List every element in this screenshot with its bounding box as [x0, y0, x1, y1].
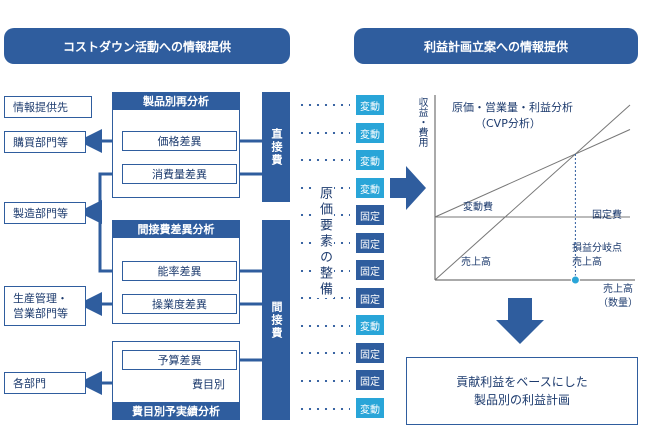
indirect-cost-bar: 間接費: [262, 220, 290, 420]
behavior-tag: 固定: [356, 370, 384, 390]
header-profit-planning: 利益計画立案への情報提供: [354, 28, 638, 64]
chart-title-line1: 原価・営業量・利益分析: [452, 101, 573, 114]
variable-cost-line: [434, 129, 631, 218]
price-variance-box: 価格差異: [122, 131, 237, 151]
result-profit-plan-box: 貢献利益をベースにした 製品別の利益計画: [406, 357, 638, 425]
dotted-line: [298, 352, 350, 354]
dotted-line: [298, 132, 350, 134]
dotted-line: [298, 408, 350, 410]
dotted-line: [298, 159, 350, 161]
arrow-right-icon: [390, 166, 426, 210]
behavior-tag: 固定: [356, 260, 384, 280]
panel-expense-analysis-title: 費目別予実績分析: [112, 402, 240, 420]
chart-ylabel: 収益・費用: [416, 97, 427, 147]
chart-xlabel: 売上高 （数量）: [598, 284, 638, 309]
behavior-tag: 変動: [356, 398, 384, 418]
arrow-consumption-to-manufacturing: [78, 172, 122, 224]
cvp-chart: [434, 95, 635, 285]
panel-product-analysis-title: 製品別再分析: [112, 92, 240, 110]
behavior-tag: 変動: [356, 150, 384, 170]
behavior-tag: 固定: [356, 343, 384, 363]
efficiency-variance-box: 能率差異: [122, 261, 237, 281]
variable-cost-label: 変動費: [463, 202, 493, 213]
direct-cost-bar: 直接費: [262, 92, 290, 202]
dotted-line: [298, 297, 350, 299]
budget-variance-box: 予算差異: [122, 350, 237, 370]
dotted-line: [298, 325, 350, 327]
destination-manufacturing: 製造部門等: [4, 202, 86, 224]
destination-production-sales: 生産管理・ 営業部門等: [4, 286, 86, 326]
consumption-variance-box: 消費量差異: [122, 164, 237, 184]
behavior-tag: 変動: [356, 123, 384, 143]
behavior-tag: 変動: [356, 315, 384, 335]
header-cost-reduction: コストダウン活動への情報提供: [4, 28, 290, 64]
fixed-cost-label: 固定費: [592, 210, 622, 221]
destination-departments: 各部門: [4, 372, 86, 394]
behavior-tag: 変動: [356, 95, 384, 115]
destination-purchasing: 購買部門等: [4, 131, 86, 153]
behavior-tag: 固定: [356, 205, 384, 225]
sales-line: [434, 104, 631, 281]
panel-indirect-analysis-title: 間接費差異分析: [112, 220, 240, 238]
behavior-tag: 固定: [356, 288, 384, 308]
chart-title-line2: （CVP分析）: [475, 117, 541, 130]
expense-category-note: 費目別: [192, 378, 225, 391]
behavior-tag: 固定: [356, 233, 384, 253]
arrow-down-icon: [496, 298, 544, 344]
break-even-marker: [570, 275, 580, 285]
break-even-label: 損益分岐点 売上高: [572, 243, 622, 268]
operation-variance-box: 操業度差異: [122, 294, 237, 314]
cost-element-caption: 原価要素の整備: [316, 186, 334, 298]
dotted-line: [298, 104, 350, 106]
destination-info-header: 情報提供先: [4, 96, 92, 118]
sales-line-label: 売上高: [461, 257, 491, 268]
dotted-line: [298, 380, 350, 382]
behavior-tag: 変動: [356, 178, 384, 198]
